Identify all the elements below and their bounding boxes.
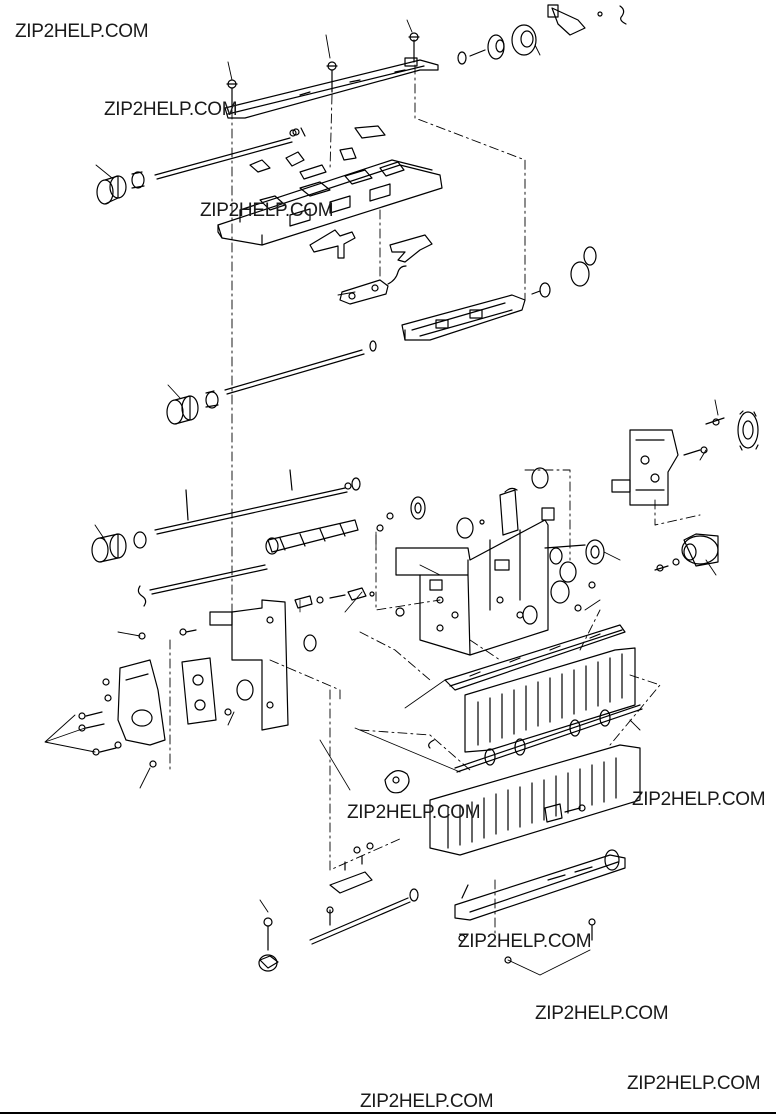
gear-cover bbox=[78, 659, 166, 768]
drive-gear-bracket bbox=[611, 410, 759, 506]
watermark-text: ZIP2HELP.COM bbox=[632, 789, 766, 810]
connector-lines bbox=[299, 531, 461, 791]
idler-shaft bbox=[137, 564, 268, 607]
separation-roller bbox=[91, 531, 147, 563]
gear-box-plate bbox=[181, 657, 217, 725]
left-side-plate bbox=[138, 599, 317, 731]
clips bbox=[294, 587, 375, 609]
roller-guide-bar bbox=[265, 496, 426, 555]
exit-roller-shaft bbox=[428, 704, 643, 773]
watermark-text: ZIP2HELP.COM bbox=[535, 1003, 669, 1024]
upper-frame-assembly bbox=[217, 125, 443, 246]
central-frame bbox=[395, 467, 555, 656]
sensor bbox=[544, 803, 620, 871]
leader-lines bbox=[44, 19, 719, 976]
feed-roller-shaft bbox=[154, 127, 306, 180]
gear-cluster bbox=[376, 524, 605, 625]
top-right-gears bbox=[457, 4, 627, 65]
top-cover-plate bbox=[224, 57, 439, 119]
watermark-text: ZIP2HELP.COM bbox=[627, 1073, 761, 1094]
bottom-bracket bbox=[454, 854, 626, 964]
bottom-shaft-assembly bbox=[258, 842, 419, 972]
watermark-text: ZIP2HELP.COM bbox=[200, 200, 334, 221]
lever-assembly bbox=[309, 229, 433, 305]
pickup-roller bbox=[166, 390, 219, 425]
paper-guide-frame bbox=[401, 246, 597, 341]
footer-rule bbox=[0, 1112, 776, 1114]
feed-roller bbox=[96, 171, 145, 205]
watermark-text: ZIP2HELP.COM bbox=[360, 1091, 494, 1112]
separation-roller-shaft bbox=[154, 469, 361, 535]
paper-tray-guide bbox=[464, 647, 636, 753]
assembly-guide-lines bbox=[169, 64, 701, 941]
watermark-text: ZIP2HELP.COM bbox=[15, 21, 149, 42]
paper-chute-upper bbox=[444, 624, 626, 691]
drive-motor bbox=[654, 533, 719, 572]
watermark-text: ZIP2HELP.COM bbox=[104, 99, 238, 120]
paper-chute-lower bbox=[384, 744, 641, 856]
watermark-text: ZIP2HELP.COM bbox=[347, 802, 481, 823]
watermark-text: ZIP2HELP.COM bbox=[458, 931, 592, 952]
pickup-roller-shaft bbox=[224, 340, 377, 395]
